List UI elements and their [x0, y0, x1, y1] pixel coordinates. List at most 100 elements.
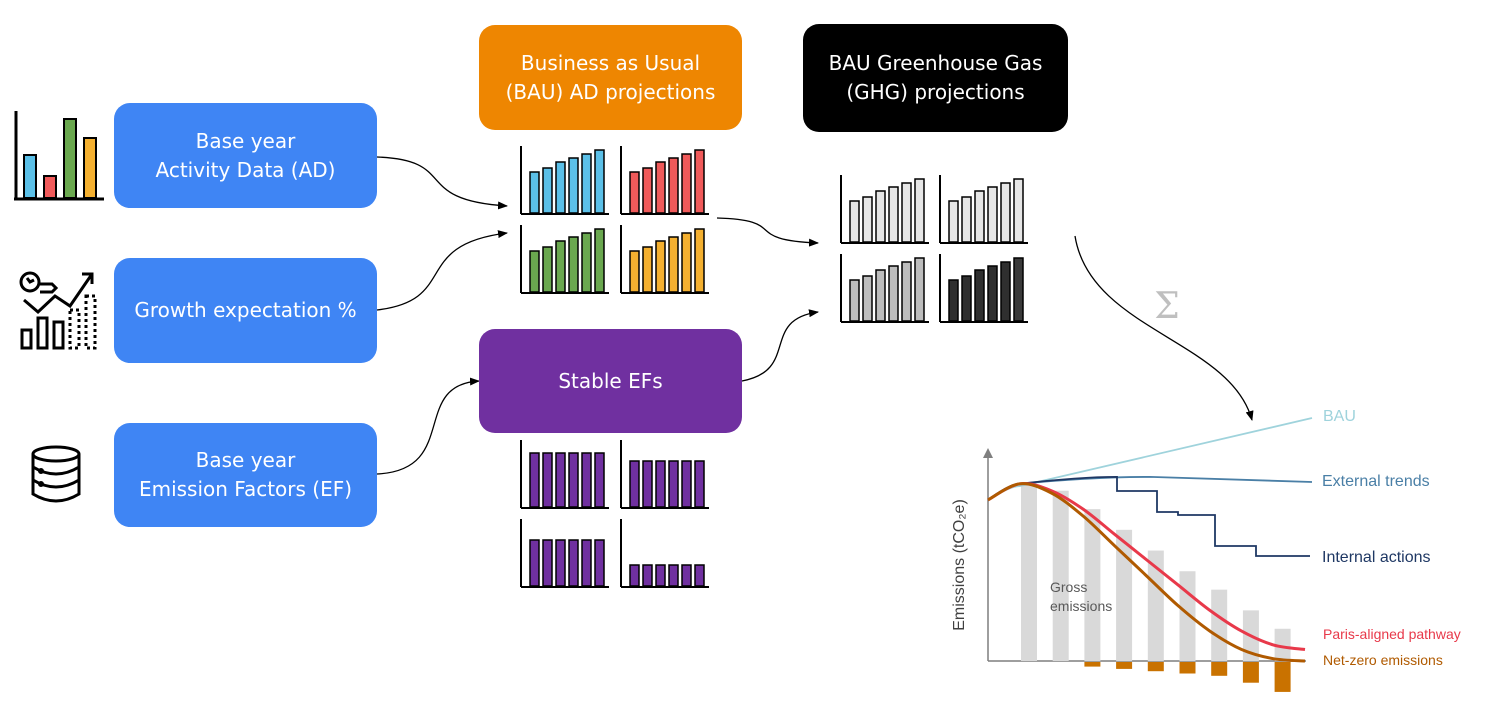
mini-bar: [668, 236, 679, 293]
mini-bar: [529, 539, 540, 587]
arrow-ghg-to-pathway: [1074, 235, 1254, 421]
base-year-activity-data-box: Base year Activity Data (AD): [114, 103, 377, 208]
base-year-emission-factors-box: Base year Emission Factors (EF): [114, 423, 377, 527]
mini-bar: [542, 246, 553, 293]
mini-bar: [668, 157, 679, 214]
mini-bar: [1000, 261, 1011, 322]
mini-chart-grey-4: [939, 254, 1028, 323]
mini-bar: [555, 240, 566, 293]
mini-bar: [642, 564, 653, 587]
series-lines: [987, 417, 1313, 663]
mini-bar: [568, 157, 579, 214]
mini-bar: [888, 265, 899, 322]
mini-bar: [961, 275, 972, 322]
sum-symbol: Σ: [1154, 286, 1179, 327]
mini-bar: [629, 250, 640, 293]
mini-bar: [974, 269, 985, 322]
mini-bar: [987, 186, 998, 243]
series-label-bau: BAU: [1323, 408, 1356, 425]
series-label-external-trends: External trends: [1322, 473, 1430, 490]
mini-chart-grey-3: [840, 254, 929, 323]
mini-bar: [655, 460, 666, 508]
gross-emission-bar: [1116, 529, 1133, 661]
bau-ad-mini-charts: [520, 146, 709, 294]
mini-bar: [875, 269, 886, 322]
mini-chart-red: [620, 146, 709, 215]
mini-bar: [888, 186, 899, 243]
series-line-net-zero-emissions: [987, 482, 1306, 663]
series-label-net-zero-emissions: Net-zero emissions: [1323, 652, 1443, 668]
mini-chart-orange: [620, 225, 709, 294]
mini-bar: [849, 279, 860, 322]
mini-bar: [555, 452, 566, 508]
removal-bars: [1084, 662, 1291, 692]
mini-bar: [948, 200, 959, 243]
mini-bar: [542, 452, 553, 508]
mini-bar: [581, 539, 592, 587]
mini-bar: [974, 190, 985, 243]
mini-chart-purple-2: [620, 440, 709, 509]
mini-bar: [581, 452, 592, 508]
mini-bar: [681, 460, 692, 508]
series-label-internal-actions: Internal actions: [1322, 549, 1431, 566]
mini-bar: [594, 149, 605, 214]
mini-bar: [555, 539, 566, 587]
mini-bar: [694, 460, 705, 508]
mini-bar: [694, 228, 705, 293]
mini-bar: [568, 539, 579, 587]
mini-bar: [901, 182, 912, 243]
gross-emission-bar: [1021, 483, 1037, 661]
gross-emission-bar: [1147, 550, 1164, 661]
mini-bar: [1013, 178, 1024, 243]
mini-bar: [642, 167, 653, 214]
mini-bar: [1000, 182, 1011, 243]
database-icon: [31, 445, 81, 503]
removal-bar: [1211, 662, 1228, 676]
mini-bar: [629, 171, 640, 214]
mini-bar: [594, 452, 605, 508]
mini-bar: [529, 452, 540, 508]
mini-bar: [901, 261, 912, 322]
mini-chart-purple-4: [620, 519, 709, 588]
mini-bar: [581, 153, 592, 214]
gross-emission-bar: [1052, 490, 1069, 661]
removal-bar: [1147, 662, 1164, 672]
mini-bar: [862, 196, 873, 243]
arrow-stable-to-ghg: [741, 309, 819, 382]
gross-emission-bar: [1211, 589, 1228, 661]
mini-bar: [542, 167, 553, 214]
removal-bar: [1274, 662, 1291, 692]
bau-ghg-mini-charts: [840, 175, 1028, 323]
mini-chart-purple-1: [520, 440, 609, 509]
bar-chart-icon: [14, 111, 104, 201]
mini-bar: [681, 232, 692, 293]
mini-bar: [629, 460, 640, 508]
mini-bar: [694, 564, 705, 587]
arrow-growth-to-bau-ad: [376, 230, 508, 311]
mini-bar: [961, 196, 972, 243]
mini-bar: [529, 250, 540, 293]
mini-chart-blue: [520, 146, 609, 215]
removal-bar: [1116, 662, 1133, 669]
arrow-base-ef-to-stable: [376, 377, 480, 475]
mini-bar: [581, 232, 592, 293]
mini-chart-grey-1: [840, 175, 929, 244]
growth-trend-icon: [19, 271, 97, 350]
bau-ad-projections-box: Business as Usual (BAU) AD projections: [479, 25, 742, 130]
mini-bar: [642, 246, 653, 293]
gross-emission-bar: [1274, 628, 1291, 661]
arrow-base-ad-to-bau-ad: [376, 156, 508, 210]
mini-bar: [642, 460, 653, 508]
mini-chart-grey-2: [939, 175, 1028, 244]
stable-ef-mini-charts: [520, 440, 709, 588]
mini-bar: [594, 539, 605, 587]
removal-bar: [1179, 662, 1196, 674]
mini-bar: [668, 564, 679, 587]
growth-expectation-box: Growth expectation %: [114, 258, 377, 363]
mini-bar: [914, 178, 925, 243]
mini-bar: [629, 564, 640, 587]
mini-bar: [914, 257, 925, 322]
mini-bar: [568, 452, 579, 508]
